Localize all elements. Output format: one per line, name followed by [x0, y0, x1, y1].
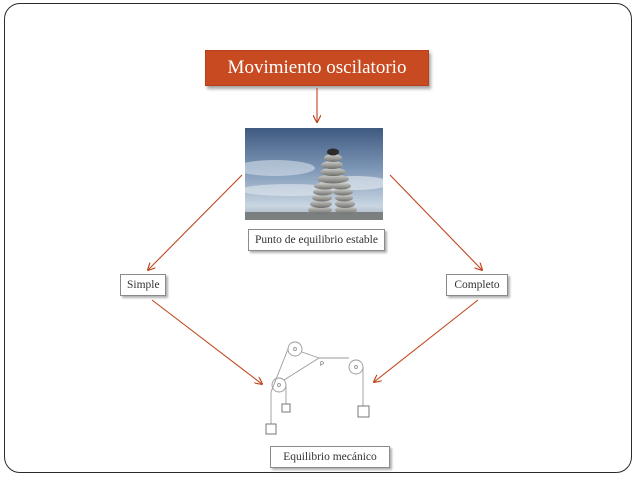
stacked-stones-image — [245, 128, 383, 220]
right-pulley-icon — [348, 359, 364, 375]
weight-right-box — [357, 405, 370, 418]
completo-label[interactable]: Completo — [446, 274, 508, 296]
equilibrio-estable-label[interactable]: Punto de equilibrio estable — [248, 229, 385, 251]
title-box[interactable]: Movimiento oscilatorio — [205, 50, 429, 86]
top-pulley-icon — [287, 341, 303, 357]
equilibrio-mecanico-label[interactable]: Equilibrio mecánico — [270, 446, 390, 468]
simple-label[interactable]: Simple — [120, 274, 166, 296]
arrow-simple-to-pulleys — [151, 299, 262, 384]
arrow-image-to-simple — [148, 174, 243, 270]
weight-left-box — [265, 423, 277, 435]
arrow-image-to-completo — [389, 174, 482, 270]
arrow-completo-to-pulleys — [374, 299, 479, 382]
weight-middle-box — [281, 403, 291, 413]
point-p-label: P — [320, 362, 324, 368]
